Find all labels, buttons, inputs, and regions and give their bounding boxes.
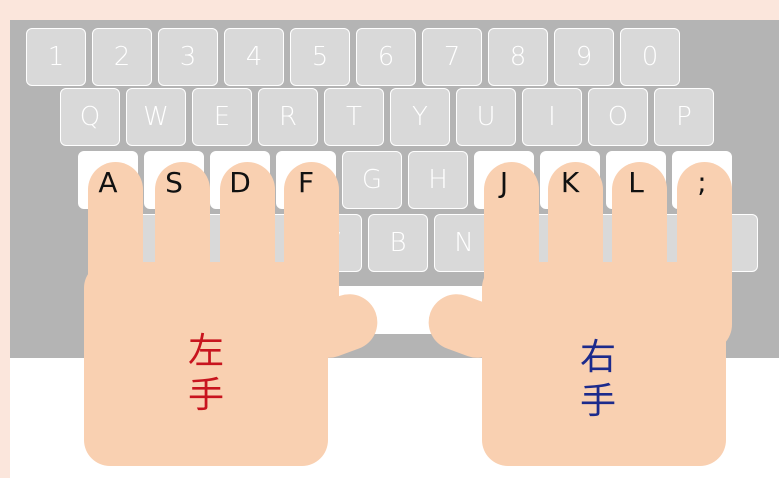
key-b: B bbox=[368, 214, 428, 272]
key-e: E bbox=[192, 88, 252, 146]
key-2: 2 bbox=[92, 28, 152, 86]
home-key-label-a: A bbox=[98, 166, 118, 199]
key-y: Y bbox=[390, 88, 450, 146]
key-o: O bbox=[588, 88, 648, 146]
home-key-label-f: F bbox=[297, 166, 315, 199]
key-h: H bbox=[408, 151, 468, 209]
home-key-label-semicolon: ; bbox=[697, 166, 707, 199]
key-0: 0 bbox=[620, 28, 680, 86]
key-t: T bbox=[324, 88, 384, 146]
key-r: R bbox=[258, 88, 318, 146]
home-key-label-j: J bbox=[499, 166, 509, 199]
right-hand-label-line1: 右 bbox=[579, 337, 616, 378]
right-middle-finger bbox=[548, 162, 603, 352]
key-7: 7 bbox=[422, 28, 482, 86]
right-hand-label: 右 手 bbox=[568, 336, 628, 424]
key-4: 4 bbox=[224, 28, 284, 86]
left-hand-label: 左 手 bbox=[176, 330, 236, 418]
key-6: 6 bbox=[356, 28, 416, 86]
home-key-label-s: S bbox=[165, 166, 183, 199]
left-hand-label-line2: 手 bbox=[187, 375, 224, 416]
key-p: P bbox=[654, 88, 714, 146]
right-pinky-finger bbox=[677, 162, 732, 352]
left-pinky-finger bbox=[88, 162, 143, 352]
key-3: 3 bbox=[158, 28, 218, 86]
key-9: 9 bbox=[554, 28, 614, 86]
key-g: G bbox=[342, 151, 402, 209]
home-key-label-l: L bbox=[628, 166, 644, 199]
right-hand-label-line2: 手 bbox=[579, 381, 616, 422]
left-ring-finger bbox=[155, 162, 210, 352]
right-ring-finger bbox=[612, 162, 667, 352]
key-i: I bbox=[522, 88, 582, 146]
home-key-label-d: D bbox=[229, 166, 251, 199]
key-q: Q bbox=[60, 88, 120, 146]
key-1: 1 bbox=[26, 28, 86, 86]
key-w: W bbox=[126, 88, 186, 146]
left-hand-label-line1: 左 bbox=[187, 331, 224, 372]
home-key-label-k: K bbox=[560, 166, 580, 199]
key-u: U bbox=[456, 88, 516, 146]
key-5: 5 bbox=[290, 28, 350, 86]
left-middle-finger bbox=[220, 162, 275, 352]
key-8: 8 bbox=[488, 28, 548, 86]
